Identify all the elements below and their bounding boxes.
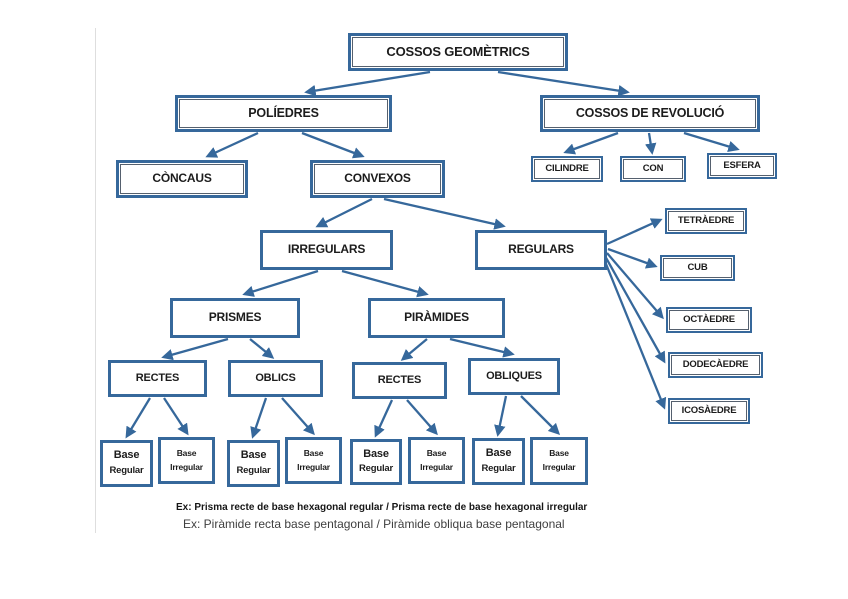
node-label-line2: Regular: [109, 464, 144, 476]
node-poliedres: POLÍEDRES: [175, 95, 392, 132]
node-base-irregular-1: Base Irregular: [158, 437, 215, 484]
edge-cossos_revolucio-to-esfera: [683, 131, 740, 153]
node-esfera: ESFERA: [707, 153, 777, 179]
node-cilindre: CILINDRE: [531, 156, 603, 182]
node-label-line1: Base: [240, 449, 267, 462]
node-label: PRISMES: [208, 310, 262, 325]
node-base-irregular-3: Base Irregular: [408, 437, 465, 484]
node-label-line1: Base: [426, 447, 447, 458]
node-label: REGULARS: [508, 242, 574, 257]
node-label-line2: Irregular: [420, 461, 453, 472]
node-convexos: CONVEXOS: [310, 160, 445, 198]
edge-prismes-to-prismes_rectes: [161, 337, 229, 361]
node-label-line2: Irregular: [297, 461, 330, 472]
node-label: ICOSÀEDRE: [681, 404, 737, 416]
node-label: POLÍEDRES: [248, 105, 319, 120]
node-label-line2: Regular: [236, 464, 271, 476]
node-label: COSSOS GEOMÈTRICS: [386, 43, 530, 59]
node-irregulars: IRREGULARS: [260, 230, 393, 270]
node-con: CON: [620, 156, 686, 182]
node-label-line1: Base: [549, 448, 569, 459]
node-label-line2: Regular: [481, 462, 516, 474]
edge-prismes_rectes-to-base1: [125, 397, 151, 439]
edge-irregulars-to-prismes: [242, 269, 319, 297]
node-label: CUB: [687, 261, 708, 273]
node-label-line2: Irregular: [170, 461, 203, 472]
node-concaus: CÒNCAUS: [116, 160, 248, 198]
node-piramides: PIRÀMIDES: [368, 298, 505, 338]
edge-piramides_obliques-to-base8: [520, 395, 561, 436]
edge-poliedres-to-convexos: [301, 131, 365, 159]
node-icosaedre: ICOSÀEDRE: [668, 398, 750, 424]
example-caption-piramide: Ex: Piràmide recta base pentagonal / Pir…: [183, 517, 565, 531]
node-label: ESFERA: [723, 159, 761, 171]
node-label: RECTES: [135, 372, 180, 385]
node-piramides-obliques: OBLIQUES: [468, 358, 560, 395]
node-base-regular-2: Base Regular: [227, 440, 280, 487]
edge-prismes-to-prismes_oblics: [249, 338, 275, 359]
example-caption-prisma: Ex: Prisma recte de base hexagonal regul…: [176, 502, 588, 513]
node-label-line2: Regular: [359, 463, 393, 474]
edge-poliedres-to-concaus: [205, 131, 259, 158]
node-dodecaedre: DODECÀEDRE: [668, 352, 763, 378]
node-label: PIRÀMIDES: [404, 310, 469, 325]
page-gutter-line: [95, 28, 96, 533]
node-label: CILINDRE: [545, 162, 589, 174]
edge-piramides_rectes-to-base5: [374, 399, 394, 438]
node-label: IRREGULARS: [287, 242, 366, 257]
edge-regulars-to-tetraedre: [606, 218, 663, 246]
node-label-line1: Base: [176, 447, 197, 458]
node-label-line1: Base: [113, 449, 140, 462]
node-prismes: PRISMES: [170, 298, 300, 338]
node-label: CÒNCAUS: [152, 171, 212, 186]
edge-piramides-to-piramides_rectes: [400, 338, 428, 361]
node-label: DODECÀEDRE: [682, 358, 749, 370]
node-label-line1: Base: [303, 447, 324, 458]
edge-regulars-to-icosaedre: [602, 258, 667, 410]
edge-cossos_revolucio-to-cilindre: [563, 131, 619, 155]
node-label: CON: [642, 162, 664, 174]
node-base-regular-3: Base Regular: [350, 439, 402, 485]
node-label: TETRÀEDRE: [677, 214, 735, 226]
edge-regulars-to-octaedre: [606, 252, 664, 320]
node-label-line1: Base: [485, 447, 512, 460]
edge-cossos_geometrics-to-poliedres: [304, 70, 431, 97]
node-base-irregular-4: Base Irregular: [530, 437, 588, 485]
node-label: COSSOS DE REVOLUCIÓ: [575, 105, 725, 120]
node-label-line2: Irregular: [542, 462, 576, 472]
edge-cossos_revolucio-to-con: [644, 132, 657, 155]
node-tetraedre: TETRÀEDRE: [665, 208, 747, 234]
edge-piramides_rectes-to-base6: [406, 399, 438, 436]
node-base-irregular-2: Base Irregular: [285, 437, 342, 484]
node-octaedre: OCTÀEDRE: [666, 307, 752, 333]
node-base-regular-1: Base Regular: [100, 440, 153, 487]
node-label: RECTES: [377, 374, 422, 387]
node-piramides-rectes: RECTES: [352, 362, 447, 399]
edge-piramides-to-piramides_obliques: [449, 337, 515, 358]
node-regulars: REGULARS: [475, 230, 607, 270]
edge-piramides_obliques-to-base7: [494, 395, 508, 437]
node-cossos-de-revolucio: COSSOS DE REVOLUCIÓ: [540, 95, 760, 132]
edge-prismes_oblics-to-base3: [250, 397, 268, 439]
edge-irregulars-to-piramides: [341, 269, 429, 298]
edge-convexos-to-regulars: [383, 197, 506, 230]
node-label-line1: Base: [363, 447, 389, 460]
node-base-regular-4: Base Regular: [472, 438, 525, 485]
edge-cossos_geometrics-to-cossos_revolucio: [497, 70, 630, 97]
edge-regulars-to-dodecaedre: [603, 255, 666, 364]
edge-convexos-to-irregulars: [315, 197, 373, 228]
edge-prismes_rectes-to-base2: [163, 397, 189, 436]
node-label: OCTÀEDRE: [683, 313, 735, 325]
edge-prismes_oblics-to-base4: [281, 397, 315, 436]
node-label: OBLIQUES: [486, 370, 542, 383]
node-cub: CUB: [660, 255, 735, 281]
node-label: OBLICS: [255, 372, 296, 385]
node-cossos-geometrics: COSSOS GEOMÈTRICS: [348, 33, 568, 71]
edge-regulars-to-cub: [607, 247, 658, 269]
node-prismes-rectes: RECTES: [108, 360, 207, 397]
node-label: CONVEXOS: [344, 171, 411, 186]
node-prismes-oblics: OBLICS: [228, 360, 323, 397]
